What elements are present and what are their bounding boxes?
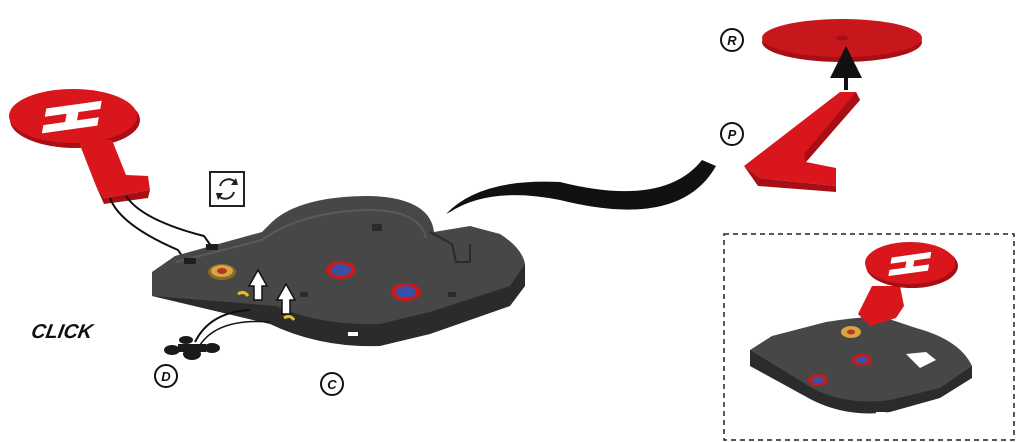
post-part-p xyxy=(744,92,860,192)
svg-text:P: P xyxy=(728,127,737,142)
callout-r: R xyxy=(721,29,743,51)
rotate-icon xyxy=(210,172,244,206)
helipad-disk-r xyxy=(762,19,922,62)
assembled-inset xyxy=(724,234,1014,440)
callout-c: C xyxy=(321,373,343,395)
move-arrow-curve xyxy=(446,160,716,214)
marker-2 xyxy=(391,283,421,301)
svg-text:R: R xyxy=(727,33,737,48)
svg-text:D: D xyxy=(161,369,171,384)
callout-d: D xyxy=(155,365,177,387)
marker-1 xyxy=(326,261,356,279)
click-label: CLICK xyxy=(30,321,96,343)
connector-part xyxy=(164,336,220,360)
callout-p: P xyxy=(721,123,743,145)
helipad-sign-left xyxy=(9,89,150,204)
svg-text:C: C xyxy=(327,377,337,392)
